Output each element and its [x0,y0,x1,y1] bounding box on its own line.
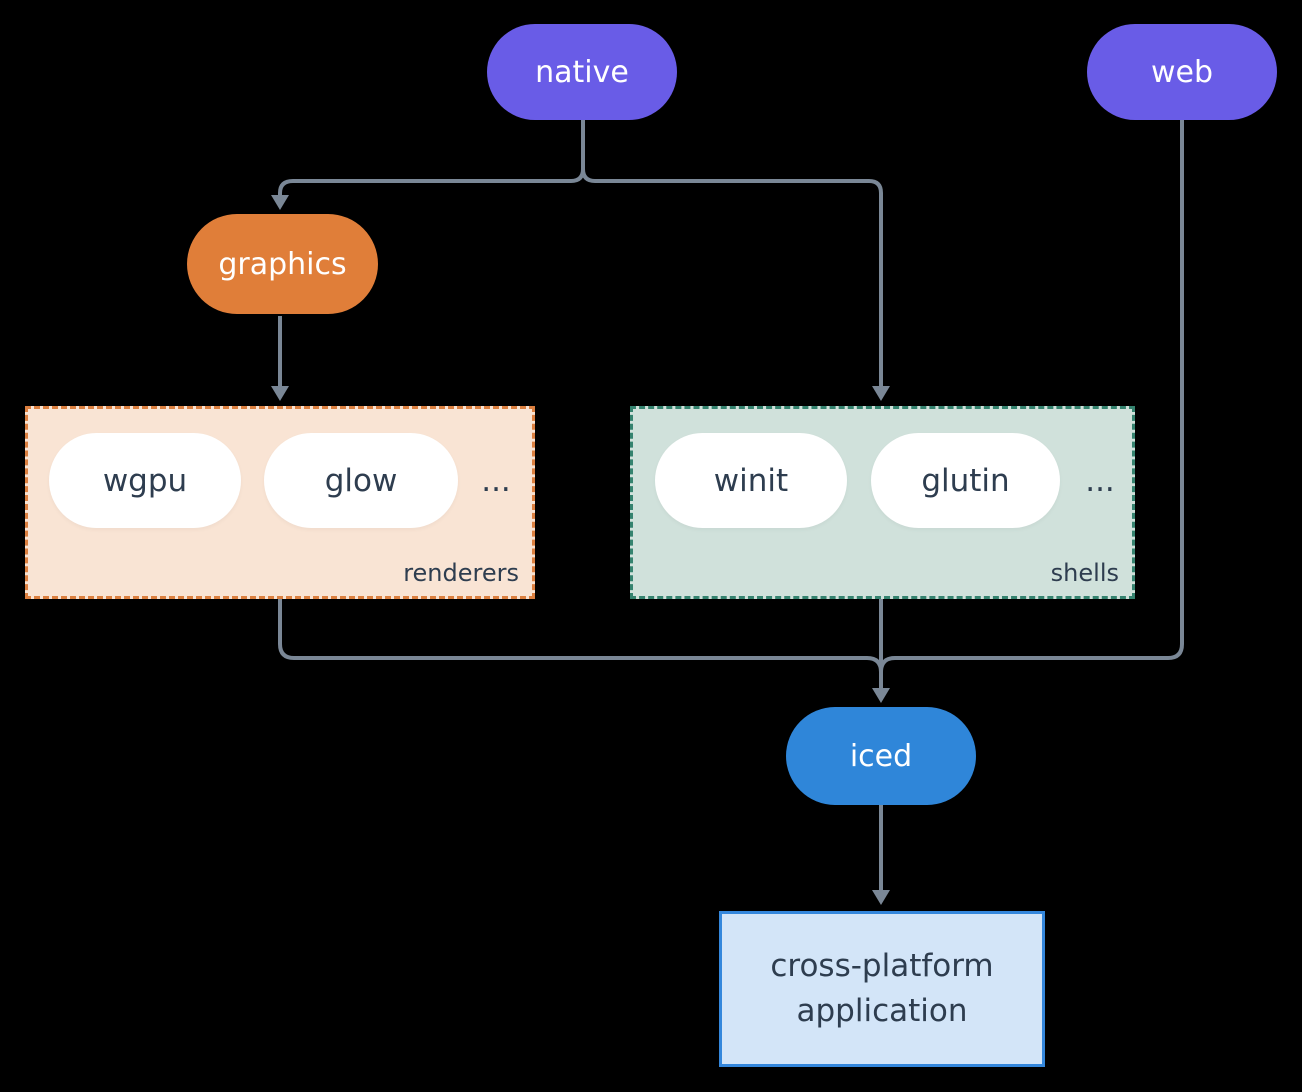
shells-ellipsis: ... [1085,463,1115,499]
arrowhead-into-iced [872,688,890,703]
web-node-label: web [1150,54,1214,90]
winit-node: winit [655,433,847,528]
shells-group-label: shells [1050,559,1119,587]
graphics-node-label: graphics [218,246,347,282]
glutin-node-label: glutin [921,462,1010,499]
edge-web-to-iced [879,120,1184,688]
wgpu-node-label: wgpu [102,462,188,499]
arrowhead-into-renderers [271,386,289,401]
iced-node: iced [786,707,976,805]
arrowhead-into-graphics [271,195,289,210]
edge-renderers-to-iced [278,599,883,688]
edge-native-to-graphics [278,168,585,196]
winit-node-label: winit [713,462,789,499]
glutin-node: glutin [871,433,1060,528]
arrowhead-into-shells [872,386,890,401]
edge-native-to-shells [581,168,883,387]
arrowhead-into-application [872,890,890,905]
web-node: web [1087,24,1277,120]
shells-group-box: winit glutin ... shells [630,406,1135,599]
wgpu-node: wgpu [49,433,241,528]
renderers-ellipsis: ... [481,463,511,499]
renderers-group-label: renderers [403,559,519,587]
application-label-line2: application [796,993,968,1029]
iced-node-label: iced [849,738,913,774]
application-label-line1: cross-platform [770,948,994,984]
graphics-node: graphics [187,214,378,314]
native-node: native [487,24,677,120]
cross-platform-application-node: cross-platform application [719,911,1045,1067]
renderers-group-box: wgpu glow ... renderers [25,406,535,599]
glow-node-label: glow [324,462,398,499]
native-node-label: native [535,54,629,90]
glow-node: glow [264,433,458,528]
